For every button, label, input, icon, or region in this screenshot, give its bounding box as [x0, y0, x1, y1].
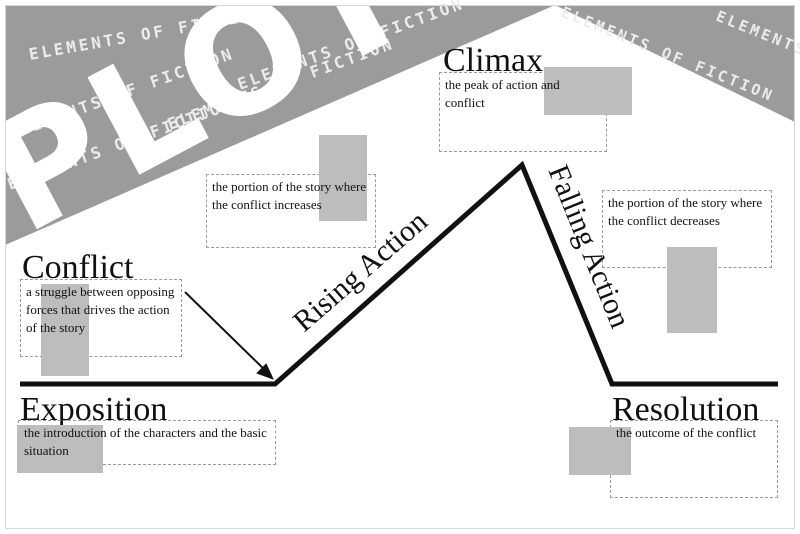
exposition-description: the introduction of the characters and t… [24, 425, 267, 458]
climax-box: the peak of action and conflict [439, 67, 632, 152]
banner-right [555, 5, 795, 122]
conflict-arrow [184, 291, 271, 376]
plot-line [20, 160, 778, 387]
shade-block [667, 247, 717, 333]
rising-action-description: the portion of the story where the confl… [212, 179, 367, 212]
shade-block [17, 425, 103, 473]
resolution-description: the outcome of the conflict [616, 425, 757, 440]
conflict-title: Conflict [22, 249, 134, 286]
climax-description: the peak of action and conflict [445, 77, 560, 110]
resolution-box: the outcome of the conflict [569, 420, 778, 498]
conflict-box: a struggle between opposing forces that … [20, 279, 182, 376]
shade-block [569, 427, 631, 475]
shade-block [544, 67, 632, 115]
rising-action-box: the portion of the story where the confl… [206, 135, 376, 248]
conflict-arrowhead [256, 363, 274, 380]
falling-action-description: the portion of the story where the confl… [608, 195, 763, 228]
climax-title: Climax [443, 42, 544, 79]
shade-block [319, 135, 367, 221]
shade-block [41, 284, 89, 376]
banner-left [5, 5, 555, 245]
exposition-box: the introduction of the characters and t… [17, 420, 276, 473]
falling-action-box: the portion of the story where the confl… [602, 190, 772, 333]
conflict-description: a struggle between opposing forces that … [26, 284, 175, 335]
